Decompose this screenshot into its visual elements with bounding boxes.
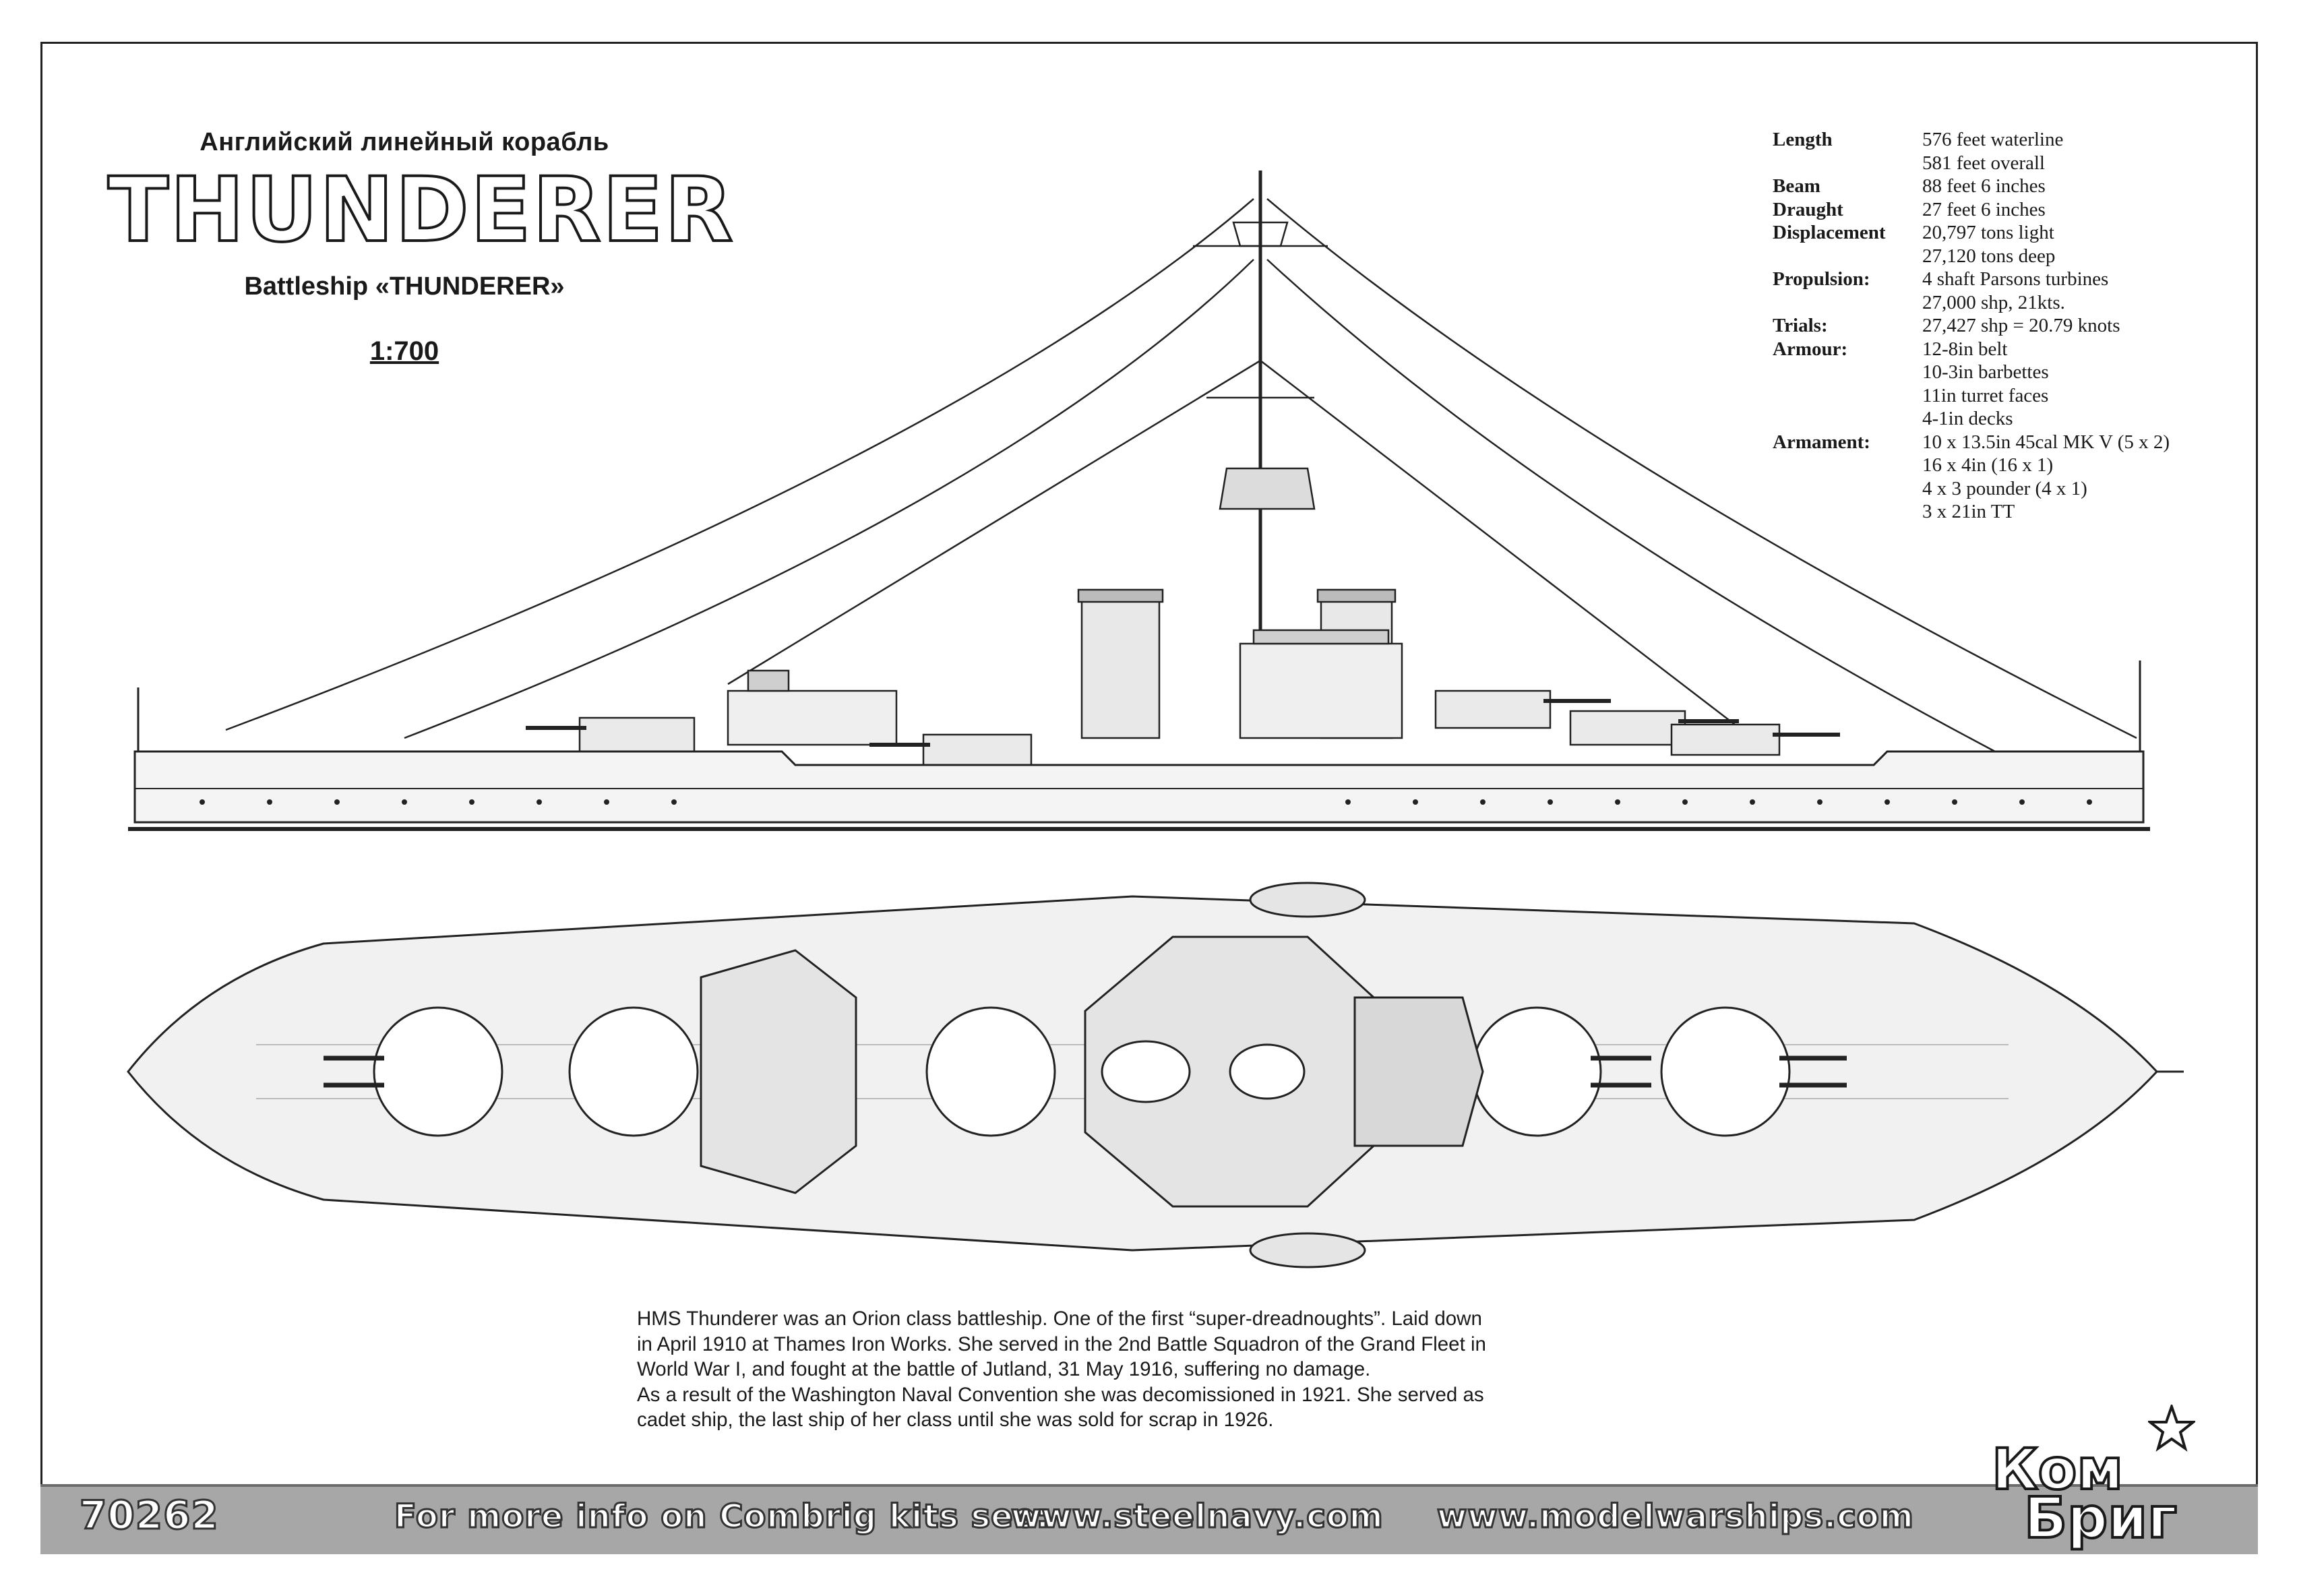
spec-values: 88 feet 6 inches: [1922, 175, 2046, 198]
spotting-top: [1219, 467, 1316, 510]
logo-line1: Ком: [1990, 1436, 2124, 1502]
spec-row: Trials: 27,427 shp = 20.79 knots: [1773, 314, 2170, 338]
spec-value: 16 x 4in (16 x 1): [1922, 454, 2054, 476]
history-line: in April 1910 at Thames Iron Works. She …: [637, 1332, 1486, 1355]
spec-label: Draught: [1773, 198, 1843, 220]
spec-value: 4 x 3 pounder (4 x 1): [1922, 477, 2087, 499]
star-icon: [2148, 1405, 2195, 1452]
spec-value: 11in turret faces: [1922, 384, 2049, 406]
spec-row: Armament: 10 x 13.5in 45cal MK V (5 x 2)1…: [1773, 431, 2170, 524]
spec-value: 3 x 21in TT: [1922, 501, 2015, 522]
spec-label: Beam: [1773, 175, 1820, 197]
spec-label: Armament:: [1773, 431, 1870, 453]
spec-value: 4-1in decks: [1922, 408, 2013, 429]
spec-values: 27,427 shp = 20.79 knots: [1922, 314, 2120, 338]
history-line: cadet ship, the last ship of her class u…: [637, 1409, 1274, 1431]
hull: [133, 750, 2145, 824]
spec-value: 12-8in belt: [1922, 338, 2008, 360]
kit-number: 70262: [79, 1492, 220, 1539]
mast-top: [1232, 221, 1289, 247]
spec-value: 576 feet waterline: [1922, 129, 2064, 150]
turret: [1569, 710, 1686, 746]
turret: [922, 733, 1033, 766]
history-line: World War I, and fought at the battle of…: [637, 1358, 1371, 1380]
funnel-plan: [1101, 1040, 1191, 1103]
spec-value: 20,797 tons light: [1922, 222, 2054, 243]
portholes: [200, 799, 2092, 805]
history-line: As a result of the Washington Naval Conv…: [637, 1383, 1484, 1406]
russian-subtitle: Английский линейный корабль: [200, 128, 609, 156]
spec-value: 581 feet overall: [1922, 152, 2045, 174]
combrig-logo: Ком Бриг: [1990, 1402, 2201, 1551]
spec-label: Trials:: [1773, 315, 1828, 336]
spec-value: 10-3in barbettes: [1922, 361, 2049, 383]
spec-row: Draught 27 feet 6 inches: [1773, 198, 2170, 222]
spec-label: Displacement: [1773, 222, 1886, 243]
turret: [1434, 689, 1552, 729]
spec-values: 10 x 13.5in 45cal MK V (5 x 2)16 x 4in (…: [1922, 431, 2170, 524]
english-subtitle: Battleship «THUNDERER»: [244, 272, 565, 301]
aft-superstructure: [727, 689, 898, 746]
rigging-line: [1260, 360, 1753, 739]
bridge-plan: [1353, 996, 1484, 1147]
rigging-line: [727, 359, 1261, 685]
turrets: [373, 1006, 1791, 1137]
funnel-plan: [1229, 1043, 1306, 1100]
logo-line2: Бриг: [2023, 1485, 2178, 1551]
forward-funnel: [1080, 592, 1161, 739]
turret-a: [1660, 1006, 1791, 1137]
spec-label: Armour:: [1773, 338, 1848, 360]
turret-b: [1471, 1006, 1602, 1137]
boat: [1249, 882, 1366, 918]
scale-label: 1:700: [369, 336, 439, 366]
ship-name-title: THUNDERER: [106, 158, 735, 262]
spec-value: 27,000 shp, 21kts.: [1922, 291, 2065, 313]
spec-label: Propulsion:: [1773, 268, 1870, 290]
rigging-line: [1266, 259, 1996, 753]
spec-row: Beam 88 feet 6 inches: [1773, 175, 2170, 198]
side-profile-drawing: [128, 171, 2150, 831]
aft-superstructure-plan: [700, 949, 857, 1194]
spec-label: Length: [1773, 129, 1833, 150]
history-line: HMS Thunderer was an Orion class battles…: [637, 1308, 1482, 1330]
boat: [1249, 1232, 1366, 1268]
turret-q: [925, 1006, 1056, 1137]
turret-y: [373, 1006, 503, 1137]
history-text: HMS Thunderer was an Orion class battles…: [637, 1306, 1688, 1433]
steelnavy-link[interactable]: www.steelnavy.com: [1010, 1497, 1384, 1537]
rigging-line: [225, 198, 1254, 731]
spec-value: 27,427 shp = 20.79 knots: [1922, 315, 2120, 336]
spec-value: 4 shaft Parsons turbines: [1922, 268, 2109, 290]
spec-value: 27,120 tons deep: [1922, 245, 2056, 267]
more-info-text: For more info on Combrig kits see:: [393, 1497, 1050, 1537]
turret: [578, 716, 696, 753]
rigging-line: [404, 259, 1254, 739]
spec-value: 88 feet 6 inches: [1922, 175, 2046, 197]
modelwarships-link[interactable]: www.modelwarships.com: [1436, 1497, 1915, 1537]
footer-band: [40, 1484, 2258, 1554]
turret: [1670, 723, 1781, 756]
spec-value: 27 feet 6 inches: [1922, 198, 2046, 220]
deck-plan-drawing: [127, 882, 2184, 1268]
turret-x: [568, 1006, 699, 1137]
rigging-line: [1266, 198, 2137, 739]
title-block: Английский линейный корабль THUNDERER Ba…: [106, 128, 735, 367]
spec-value: 10 x 13.5in 45cal MK V (5 x 2): [1922, 431, 2170, 453]
spec-values: 27 feet 6 inches: [1922, 198, 2046, 222]
bridge: [1239, 642, 1403, 739]
